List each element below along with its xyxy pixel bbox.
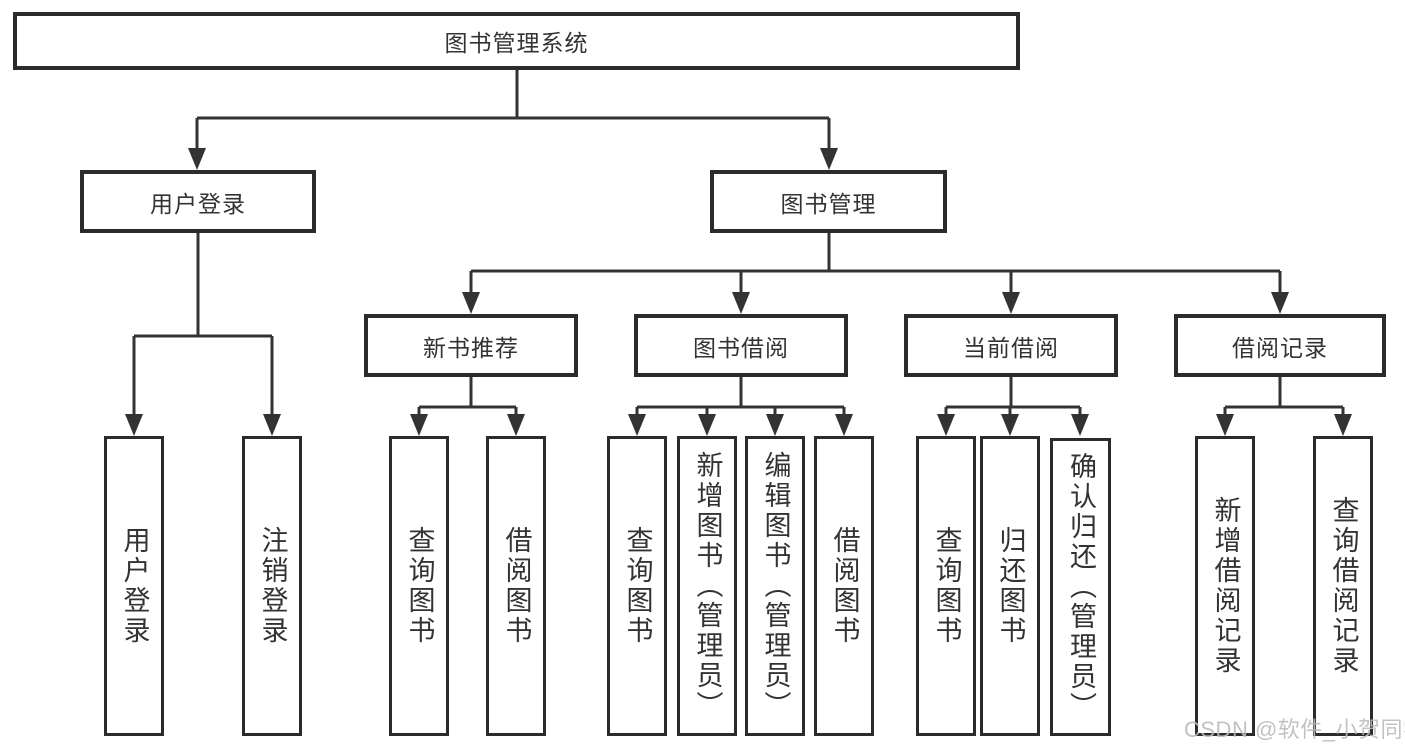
node-label: 新增借阅记录 — [1210, 496, 1241, 676]
node-label: 借阅图书 — [829, 526, 860, 646]
node-label: 确认归还（管理员） — [1066, 452, 1096, 722]
node-label: 当前借阅 — [963, 334, 1059, 361]
leaf-current-query-books: 查询图书 — [916, 436, 976, 736]
node-label: 借阅记录 — [1232, 334, 1328, 361]
node-label: 查询图书 — [622, 526, 653, 646]
leaf-user-login: 用户登录 — [104, 436, 164, 736]
leaf-borrow-query-books: 查询图书 — [607, 436, 667, 736]
node-root: 图书管理系统 — [13, 12, 1020, 70]
node-book-management: 图书管理 — [710, 170, 947, 233]
leaf-logout: 注销登录 — [242, 436, 302, 736]
leaf-confirm-return-admin: 确认归还（管理员） — [1050, 438, 1111, 736]
leaf-query-borrow-record: 查询借阅记录 — [1313, 436, 1373, 736]
node-label: 借阅图书 — [501, 526, 532, 646]
node-label: 归还图书 — [995, 526, 1026, 646]
leaf-borrow-books: 借阅图书 — [814, 436, 874, 736]
leaf-add-borrow-record: 新增借阅记录 — [1195, 436, 1255, 736]
watermark: CSDN @软件_小贺同学 — [1184, 717, 1405, 742]
node-label: 注销登录 — [257, 526, 288, 646]
node-label: 查询图书 — [931, 526, 962, 646]
node-label: 图书管理系统 — [444, 30, 589, 56]
leaf-edit-books-admin: 编辑图书（管理员） — [745, 436, 805, 736]
leaf-recommend-query-books: 查询图书 — [389, 436, 449, 736]
node-label: 查询借阅记录 — [1328, 496, 1359, 676]
node-label: 编辑图书（管理员） — [760, 451, 791, 721]
leaf-return-books: 归还图书 — [980, 436, 1040, 736]
node-book-borrow: 图书借阅 — [634, 314, 848, 377]
node-new-book-recommend: 新书推荐 — [364, 314, 578, 377]
node-current-borrow: 当前借阅 — [904, 314, 1118, 377]
node-borrow-records: 借阅记录 — [1174, 314, 1386, 377]
leaf-recommend-borrow-books: 借阅图书 — [486, 436, 546, 736]
node-label: 用户登录 — [150, 190, 246, 217]
node-label: 新书推荐 — [423, 334, 519, 361]
leaf-add-books-admin: 新增图书（管理员） — [677, 436, 737, 736]
node-label: 用户登录 — [119, 526, 150, 646]
node-label: 新增图书（管理员） — [692, 451, 723, 721]
node-label: 图书借阅 — [693, 334, 789, 361]
node-label: 图书管理 — [780, 190, 877, 217]
node-user-login: 用户登录 — [80, 170, 316, 233]
node-label: 查询图书 — [404, 526, 435, 646]
